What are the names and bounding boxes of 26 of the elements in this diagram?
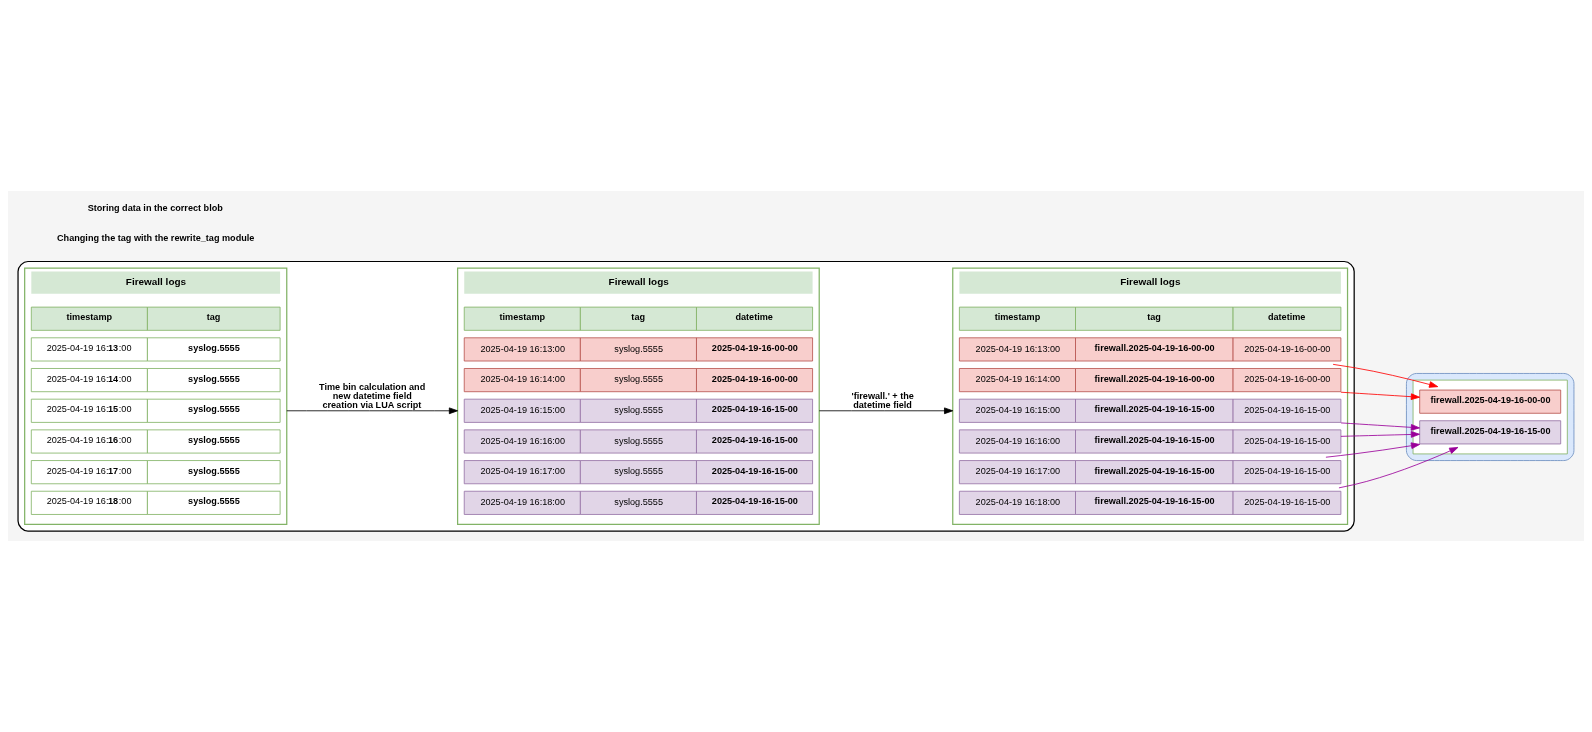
edge-label: Time bin calculation and new datetime field creation via LUA script <box>319 381 426 411</box>
node-label: syslog.5555 <box>188 373 240 384</box>
node-text: 2025-04-19 16:16:00 <box>46 434 132 445</box>
node-label: syslog.5555 <box>188 496 240 507</box>
edge-label: 'firewall.' + the datetime field <box>851 391 914 411</box>
cluster <box>17 260 1355 532</box>
label: Storing data in the correct blob <box>87 202 223 213</box>
node-label: syslog.5555 <box>188 342 240 353</box>
node-text: 2025-04-19 16:13:00 <box>46 342 132 353</box>
arrow <box>1332 363 1439 388</box>
node-label: syslog.5555 <box>188 434 240 445</box>
arrow <box>818 407 954 415</box>
node-label: syslog.5555 <box>188 465 240 476</box>
arrow <box>286 407 459 415</box>
arrow <box>1340 431 1420 438</box>
arrow <box>1340 422 1420 431</box>
node-text: 2025-04-19 16:18:00 <box>46 496 132 507</box>
arrow <box>1325 442 1421 458</box>
arrow <box>1340 391 1420 400</box>
node-text: 2025-04-19 16:15:00 <box>46 404 132 415</box>
node-label: syslog.5555 <box>188 404 240 415</box>
arrow <box>1338 447 1459 489</box>
node-text: 2025-04-19 16:14:00 <box>46 373 132 384</box>
cluster <box>1406 373 1575 461</box>
label: Changing the tag with the rewrite_tag module <box>57 233 255 244</box>
node-text: 2025-04-19 16:17:00 <box>46 465 132 476</box>
